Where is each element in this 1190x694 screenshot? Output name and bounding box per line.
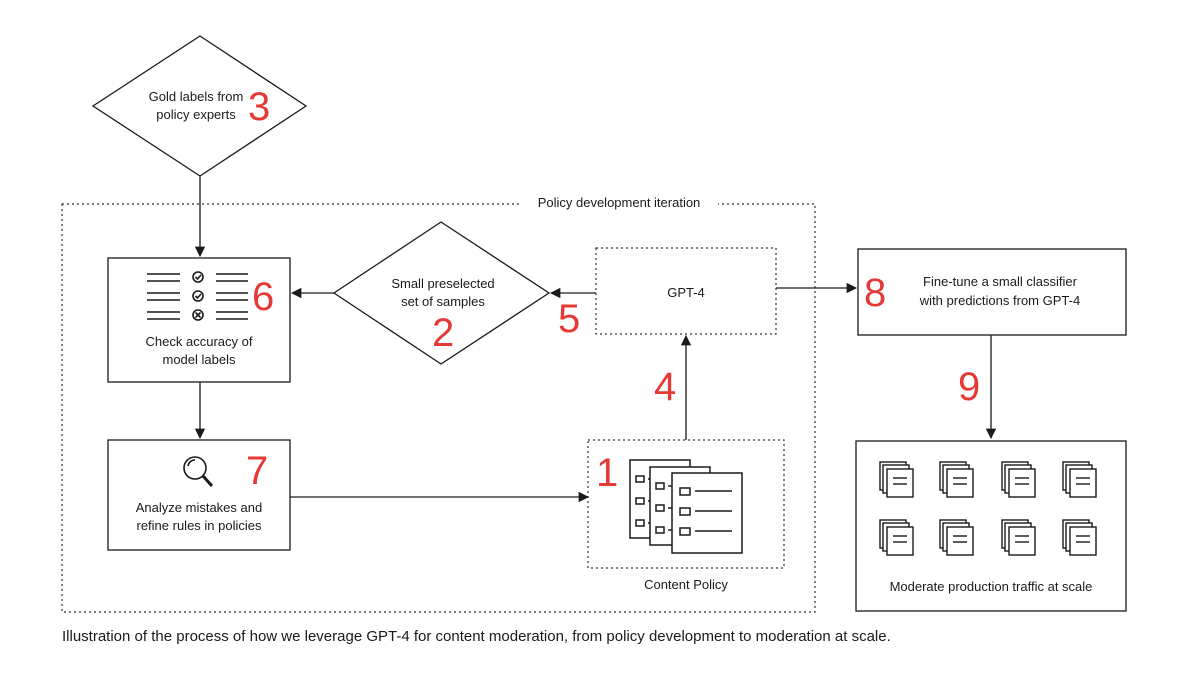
step-number-4: 4 [654, 365, 676, 409]
document-stack-icon [1062, 519, 1097, 556]
iteration-frame: Policy development iteration [61, 194, 816, 613]
check-line2: model labels [163, 352, 236, 367]
analyze-box: Analyze mistakes and refine rules in pol… [107, 439, 291, 551]
samples-line1: Small preselected [391, 276, 494, 291]
content-policy-box: Content Policy [587, 439, 785, 592]
document-stack-icon [939, 519, 974, 556]
step-number-3: 3 [248, 85, 270, 129]
document-stack-icon [629, 459, 743, 554]
document-stack-icon [879, 461, 914, 498]
content-policy-label: Content Policy [644, 577, 728, 592]
document-stack-icon [879, 519, 914, 556]
analyze-line2: refine rules in policies [136, 518, 262, 533]
step-number-7: 7 [246, 449, 268, 493]
gpt4-label: GPT-4 [667, 285, 705, 300]
moderate-label: Moderate production traffic at scale [890, 579, 1093, 594]
gold-labels-line1: Gold labels from [149, 89, 244, 104]
document-stack-icon [1001, 519, 1036, 556]
check-line1: Check accuracy of [146, 334, 253, 349]
iteration-label: Policy development iteration [538, 195, 701, 210]
finetune-line1: Fine-tune a small classifier [923, 274, 1078, 289]
samples-diamond: Small preselected set of samples [332, 221, 551, 365]
samples-line2: set of samples [401, 294, 485, 309]
checklist-icon [147, 271, 248, 321]
step-number-8: 8 [864, 271, 886, 315]
document-stack-icon [1062, 461, 1097, 498]
magnifier-icon [183, 456, 214, 488]
step-number-6: 6 [252, 275, 274, 319]
gold-labels-diamond: Gold labels from policy experts [91, 35, 308, 177]
check-accuracy-box: Check accuracy of model labels [107, 257, 291, 383]
moderate-box: Moderate production traffic at scale [855, 440, 1127, 612]
step-number-1: 1 [596, 451, 618, 495]
analyze-line1: Analyze mistakes and [136, 500, 262, 515]
step-number-9: 9 [958, 365, 980, 409]
finetune-box: Fine-tune a small classifier with predic… [857, 248, 1127, 336]
document-stack-icon [939, 461, 974, 498]
step-number-5: 5 [558, 297, 580, 341]
document-grid-icon [879, 461, 1097, 556]
finetune-line2: with predictions from GPT-4 [919, 293, 1080, 308]
figure-caption: Illustration of the process of how we le… [62, 628, 891, 645]
gpt4-box: GPT-4 [595, 247, 777, 335]
document-stack-icon [1001, 461, 1036, 498]
step-number-2: 2 [432, 311, 454, 355]
gold-labels-line2: policy experts [156, 107, 236, 122]
